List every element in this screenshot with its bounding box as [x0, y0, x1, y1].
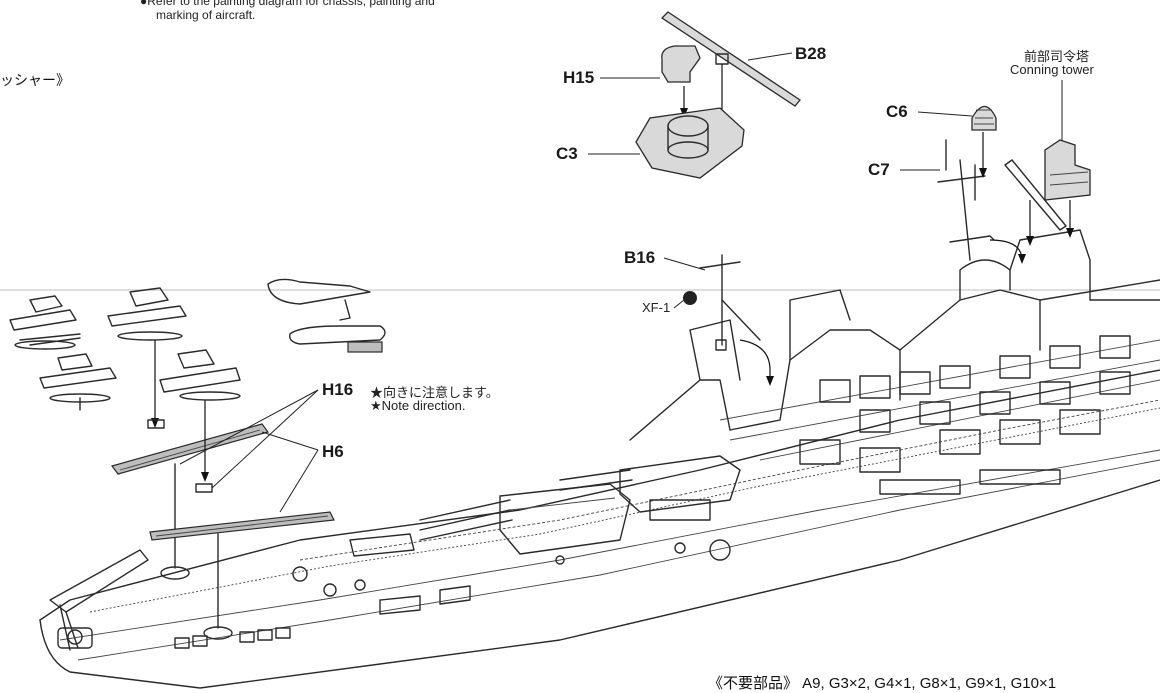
floatplane-side-view: [267, 278, 386, 353]
painting-note-line1: ●Refer to the painting diagram for chass…: [140, 0, 435, 8]
deck-details: [174, 533, 731, 649]
painting-note-line2: marking of aircraft.: [156, 8, 256, 22]
catapult-lower: [149, 511, 335, 640]
part-c6: [971, 105, 997, 178]
battleship-hull: [39, 369, 1160, 689]
conning-tower-label-en: Conning tower: [1010, 62, 1094, 77]
label-c7: C7: [868, 160, 890, 179]
aircraft-crane: [49, 549, 149, 651]
part-h15: [661, 45, 701, 118]
label-xf1: XF-1: [642, 300, 671, 315]
label-b28: B28: [795, 44, 827, 63]
label-h16: H16: [322, 380, 354, 399]
label-h15: H15: [563, 68, 595, 87]
conning-tower-label-jp: 前部司令塔: [1024, 49, 1090, 64]
h16-part-b: [195, 483, 213, 493]
main-turret-front: [419, 483, 631, 555]
floatplane-4: [159, 349, 241, 482]
conning-tower-part: [1004, 139, 1091, 246]
note-direction-en: ★Note direction.: [370, 398, 466, 413]
h16-part-a: [147, 419, 165, 429]
floatplane-1: [9, 295, 81, 350]
main-turret-second: [559, 455, 741, 513]
fore-mast: [683, 254, 774, 386]
label-c6: C6: [886, 102, 908, 121]
note-direction-jp: ★向きに注意します。: [370, 385, 499, 400]
floatplane-2: [107, 287, 187, 428]
catapult-upper: [110, 423, 270, 580]
leader-lines: [179, 52, 1063, 513]
label-c3: C3: [556, 144, 578, 163]
left-fragment-text: ッシャー》: [0, 72, 70, 88]
label-b16: B16: [624, 248, 656, 267]
floatplane-3: [39, 353, 117, 411]
main-mast: [937, 139, 1026, 264]
superstructure: [629, 229, 1160, 521]
part-c3: [635, 107, 745, 179]
unused-parts-list: 《不要部品》 A9, G3×2, G4×1, G8×1, G9×1, G10×1: [708, 675, 1057, 692]
label-h6: H6: [322, 442, 344, 461]
